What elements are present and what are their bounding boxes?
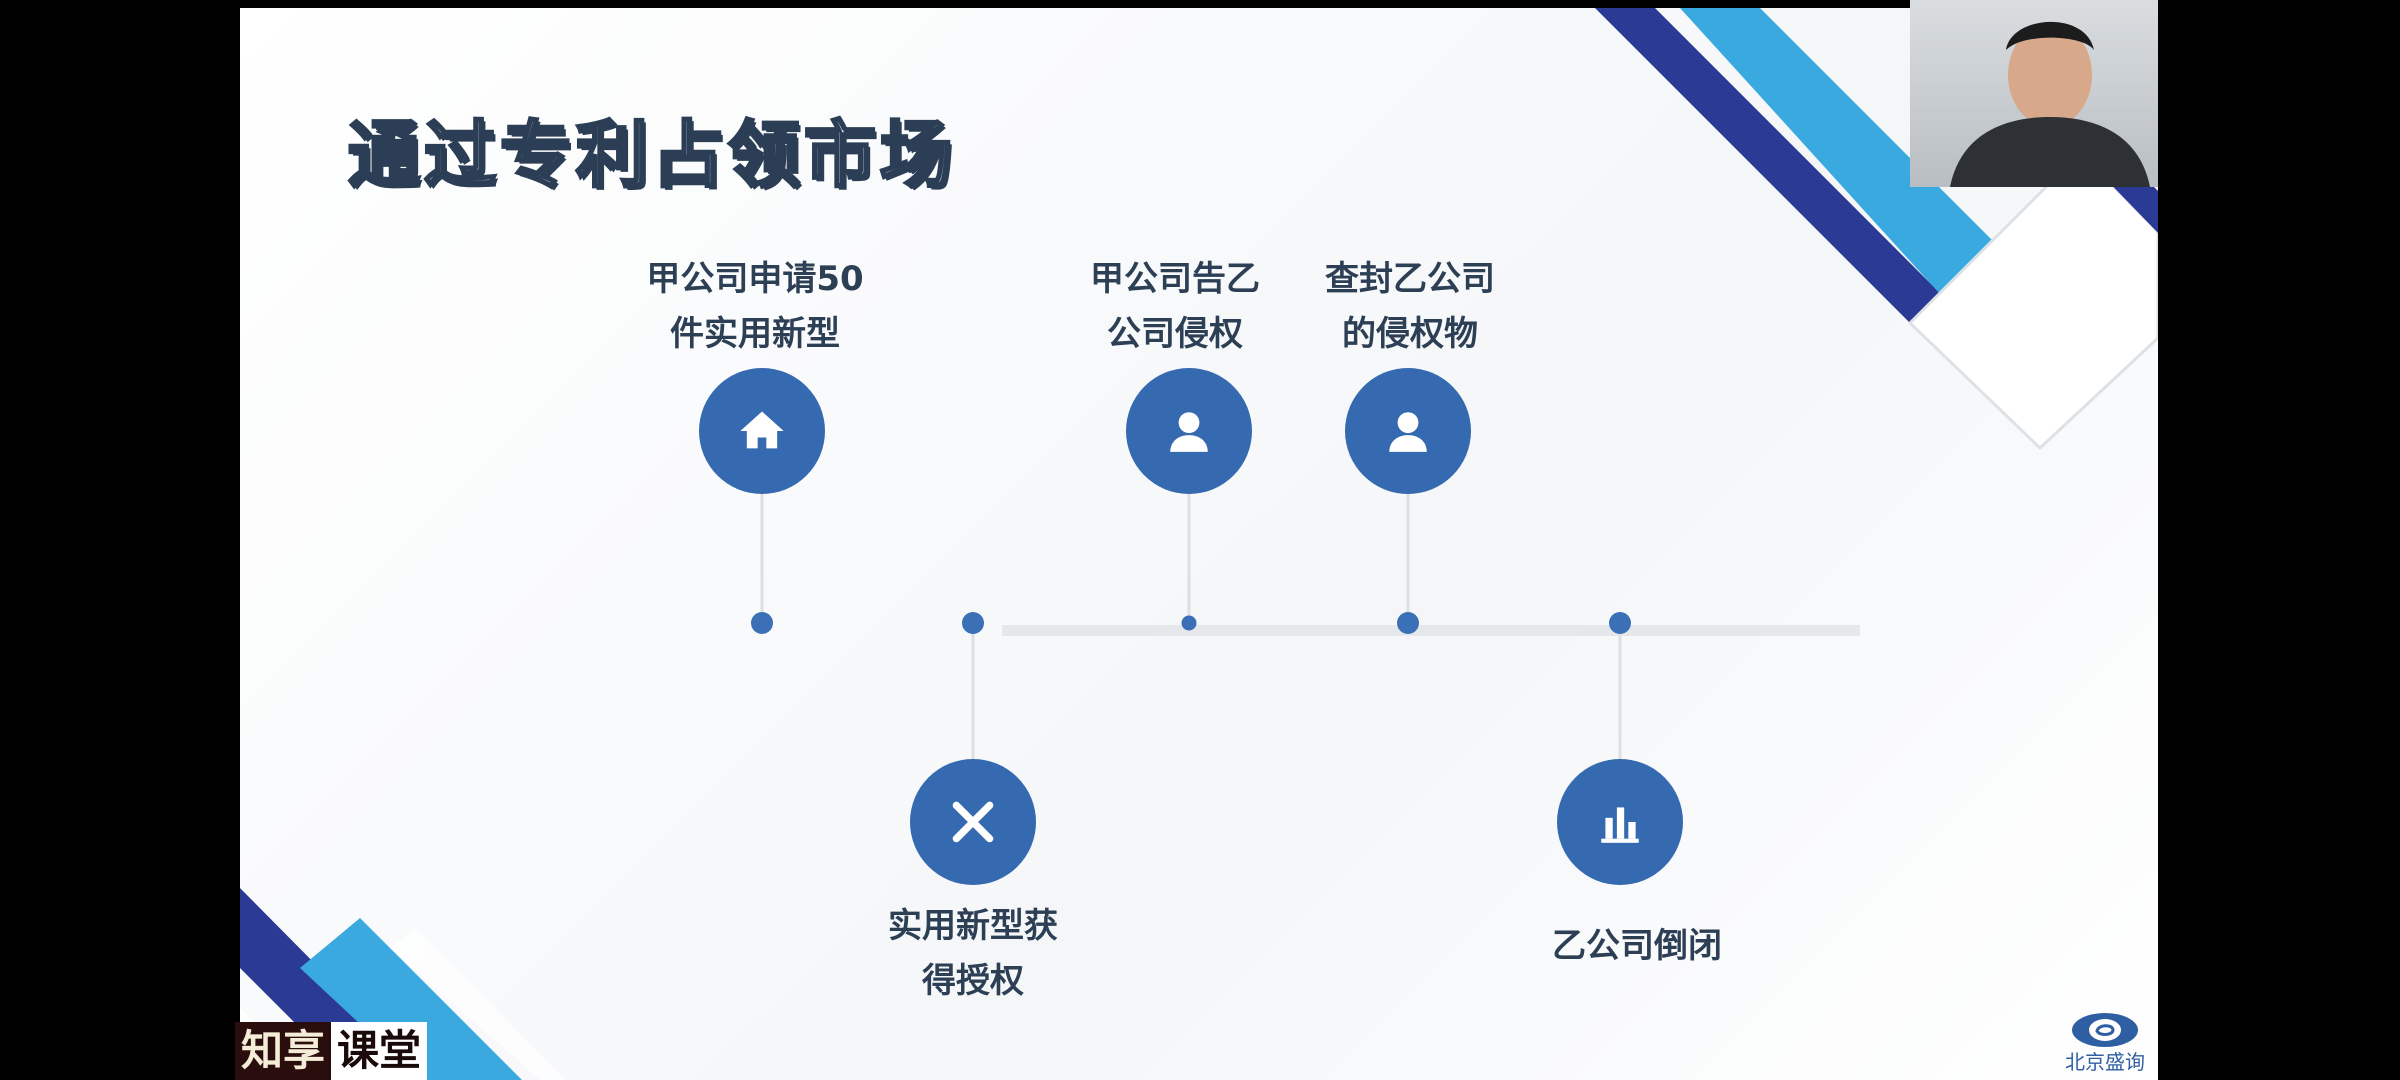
timeline-axis <box>1002 625 1860 636</box>
event-label: 甲公司告乙公司侵权 <box>1090 259 1260 354</box>
connector <box>1406 493 1410 631</box>
corp-logo: 北京盛询 <box>2050 1010 2160 1074</box>
eye-logo-icon <box>2072 1013 2138 1047</box>
connector <box>760 493 764 631</box>
watermark-part: 知享 <box>235 1022 332 1080</box>
connector <box>971 631 975 771</box>
webcam-video <box>1910 0 2158 187</box>
tools-icon <box>910 759 1036 885</box>
timeline-dot <box>1397 612 1419 634</box>
decor-stripe <box>1595 8 1940 323</box>
home-icon <box>699 368 825 494</box>
event-label: 查封乙公司的侵权物 <box>1325 259 1495 354</box>
decor-stripe <box>390 928 567 1080</box>
decor-stripe <box>1680 8 2040 338</box>
watermark-part: 课堂 <box>331 1022 428 1080</box>
bar-chart-icon <box>1557 759 1683 885</box>
timeline-dot <box>1181 615 1197 631</box>
decor-stripe <box>300 918 522 1080</box>
user-icon <box>1126 368 1252 494</box>
timeline-dot <box>962 612 984 634</box>
event-label: 乙公司倒闭 <box>1552 926 1722 966</box>
timeline-dot <box>751 612 773 634</box>
decor-stripes <box>240 8 2158 1080</box>
corp-name: 北京盛询 <box>2065 1050 2145 1074</box>
watermark-logo: 知享 课堂 <box>235 1022 428 1080</box>
user-icon <box>1345 368 1471 494</box>
connector <box>1618 631 1622 771</box>
timeline-dot <box>1609 612 1631 634</box>
slide-title: 通过专利占领市场 <box>346 112 957 199</box>
event-label: 实用新型获得授权 <box>888 906 1058 1001</box>
connector <box>1187 493 1191 631</box>
decor-stripe <box>2100 173 2158 233</box>
